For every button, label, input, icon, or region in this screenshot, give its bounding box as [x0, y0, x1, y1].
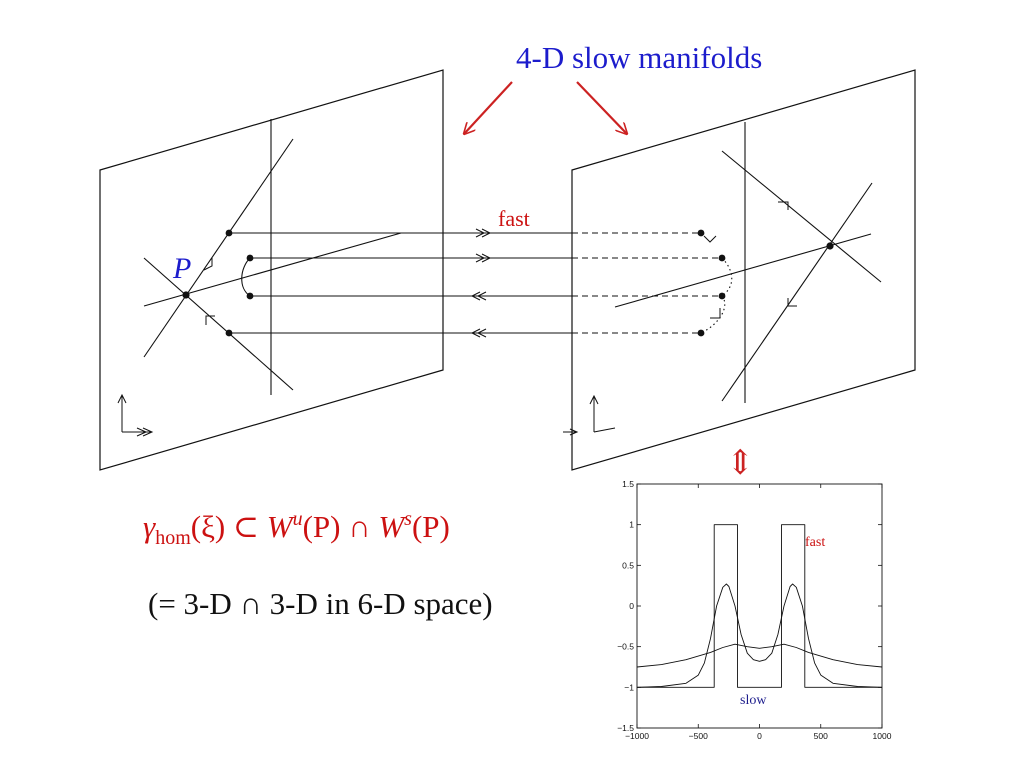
series-line-2 [636, 583, 883, 688]
right-plane [571, 69, 916, 471]
right-connector-mark-top [703, 235, 717, 243]
homoclinic-formula: γhom(ξ) ⊂ Wu(P) ∩ Ws(P) [143, 508, 450, 549]
left-plane [99, 69, 444, 471]
y-tick-label: −1.5 [617, 723, 634, 733]
chart-annotation-slow: slow [740, 693, 767, 708]
series-line-1 [637, 524, 882, 688]
right-line-b [721, 182, 873, 402]
trajectory-3-start [246, 292, 254, 300]
x-tick-label: 1000 [873, 731, 892, 741]
formula-subscript: hom [155, 527, 191, 549]
trajectory-1-end [697, 229, 705, 237]
right-connector-mark-bottom [710, 308, 721, 319]
title: 4-D slow manifolds [516, 40, 762, 75]
x-tick-label: 500 [814, 731, 828, 741]
formula-sup-u: u [293, 508, 303, 530]
right-corner-mark-top [778, 201, 789, 210]
right-manifold [563, 69, 916, 471]
formula-arg: (ξ) ⊂ [191, 509, 267, 544]
x-tick-label: −1000 [625, 731, 649, 741]
trajectory-1-arrow [475, 228, 492, 238]
formula-mid: (P) ∩ [303, 509, 379, 544]
trajectory-2-end [718, 254, 726, 262]
trajectory-4-end [697, 329, 705, 337]
point-p-label: P [172, 252, 191, 285]
right-axis-y-head [589, 394, 599, 405]
trajectory-4-start [225, 329, 233, 337]
left-manifold: P [99, 69, 444, 471]
formula-w-unstable: W [267, 509, 296, 544]
right-dotted-curve [700, 257, 733, 334]
left-axis-x-head [136, 427, 154, 437]
title-arrow-left [464, 81, 513, 134]
trajectory-4-arrow [470, 328, 487, 338]
left-corner-mark-top [203, 258, 213, 271]
left-connector-curve [241, 257, 251, 297]
chart-annotation-fast: fast [805, 535, 825, 550]
y-tick-label: 0.5 [622, 560, 634, 570]
right-corner-mark-bottom [787, 298, 797, 307]
y-tick-label: −1 [624, 682, 634, 692]
series-line-3 [636, 643, 883, 668]
left-line-b [143, 257, 294, 391]
formula-end: (P) [412, 509, 450, 544]
double-arrow-icon: ⇕ [726, 445, 755, 482]
title-arrow-right [576, 81, 627, 134]
fast-trajectories [225, 228, 726, 338]
fast-label: fast [498, 206, 530, 231]
formula-sup-s: s [404, 508, 412, 530]
x-tick-label: 0 [757, 731, 762, 741]
chart-frame [636, 483, 883, 729]
left-line-a [143, 138, 294, 358]
trajectory-3-arrow [470, 291, 487, 301]
dimension-note: (= 3-D ∩ 3-D in 6-D space) [148, 586, 493, 621]
profile-chart: −1000 −500 0 500 1000 −1.5 −1 −0.5 0 0.5 1 1.5 fast s… [617, 479, 892, 741]
x-tick-label: −500 [689, 731, 708, 741]
y-tick-label: 0 [629, 601, 634, 611]
right-axes [593, 397, 616, 433]
y-tick-label: 1.5 [622, 479, 634, 489]
y-tick-label: 1 [629, 520, 634, 530]
equilibrium-p-right [826, 242, 834, 250]
trajectory-2-start [246, 254, 254, 262]
formula-w-stable: W [378, 509, 407, 544]
left-axes [121, 396, 151, 433]
trajectory-1-start [225, 229, 233, 237]
formula-gamma: γ [143, 509, 156, 544]
left-axis-y-head [117, 393, 127, 404]
right-axis-x-mark [563, 428, 579, 436]
trajectory-2-arrow [475, 253, 492, 263]
left-corner-mark-bottom [205, 315, 215, 325]
equilibrium-p-left [182, 291, 190, 299]
right-line-a [721, 150, 882, 283]
y-tick-label: −0.5 [617, 642, 634, 652]
trajectory-3-end [718, 292, 726, 300]
